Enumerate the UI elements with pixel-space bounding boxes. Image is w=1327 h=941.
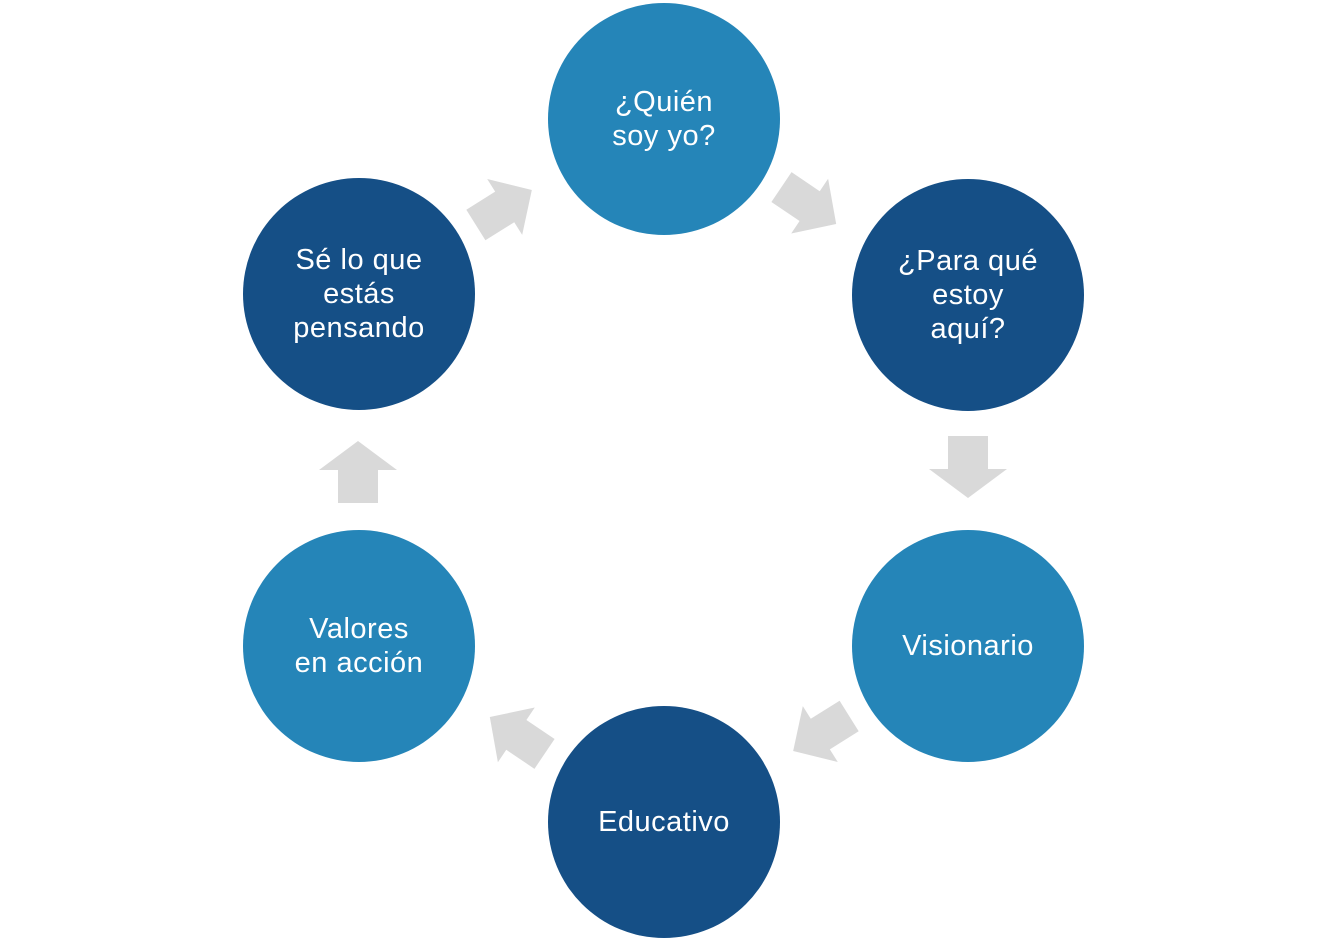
node-para-que-estoy-aqui: ¿Para qué estoy aquí?: [852, 179, 1084, 411]
arrow-se-lo-que-to-quien: [466, 178, 532, 241]
node-visionario: Visionario: [852, 530, 1084, 762]
node-quien-soy-yo: ¿Quién soy yo?: [548, 3, 780, 235]
arrow-educativo-to-valores: [489, 707, 555, 769]
node-se-lo-que-estas-pensando: Sé lo que estás pensando: [243, 178, 475, 410]
arrow-valores-to-se-lo-que: [319, 441, 397, 503]
node-educativo: Educativo: [548, 706, 780, 938]
arrow-visionario-to-educativo: [793, 700, 859, 763]
arrow-quien-to-para-que: [771, 172, 837, 234]
node-valores-en-accion: Valores en acción: [243, 530, 475, 762]
arrow-para-que-to-visionario: [929, 436, 1007, 498]
